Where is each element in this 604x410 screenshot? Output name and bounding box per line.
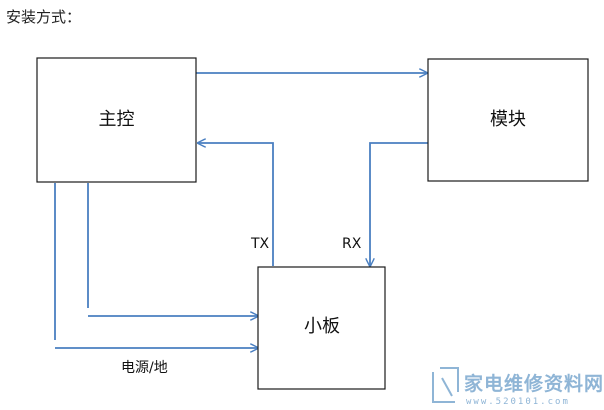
node-main: 主控 — [36, 57, 197, 183]
node-small-board-box — [257, 266, 386, 390]
node-small-board-label: 小板 — [304, 316, 340, 337]
watermark-url: www.520101.com — [466, 397, 570, 407]
node-small-board: 小板 — [257, 266, 386, 390]
connector-tx-small-board-to-main — [198, 143, 274, 266]
connector-group — [54, 73, 428, 348]
node-main-box — [36, 57, 197, 183]
edge-label-rx: RX — [342, 236, 362, 252]
site-watermark: 家电维修资料网 www.520101.com — [432, 367, 604, 407]
connector-rx-module-to-small-board — [370, 142, 428, 266]
edge-label-power-ground: 电源/地 — [121, 360, 168, 376]
node-module-label: 模块 — [490, 109, 526, 130]
watermark-text: 家电维修资料网 — [464, 372, 604, 395]
node-main-label: 主控 — [99, 109, 135, 130]
node-module-box — [427, 58, 589, 182]
node-module: 模块 — [427, 58, 589, 182]
edge-label-tx: TX — [250, 236, 270, 252]
page-heading: 安装方式： — [6, 8, 81, 26]
watermark-logo-icon — [432, 367, 459, 403]
